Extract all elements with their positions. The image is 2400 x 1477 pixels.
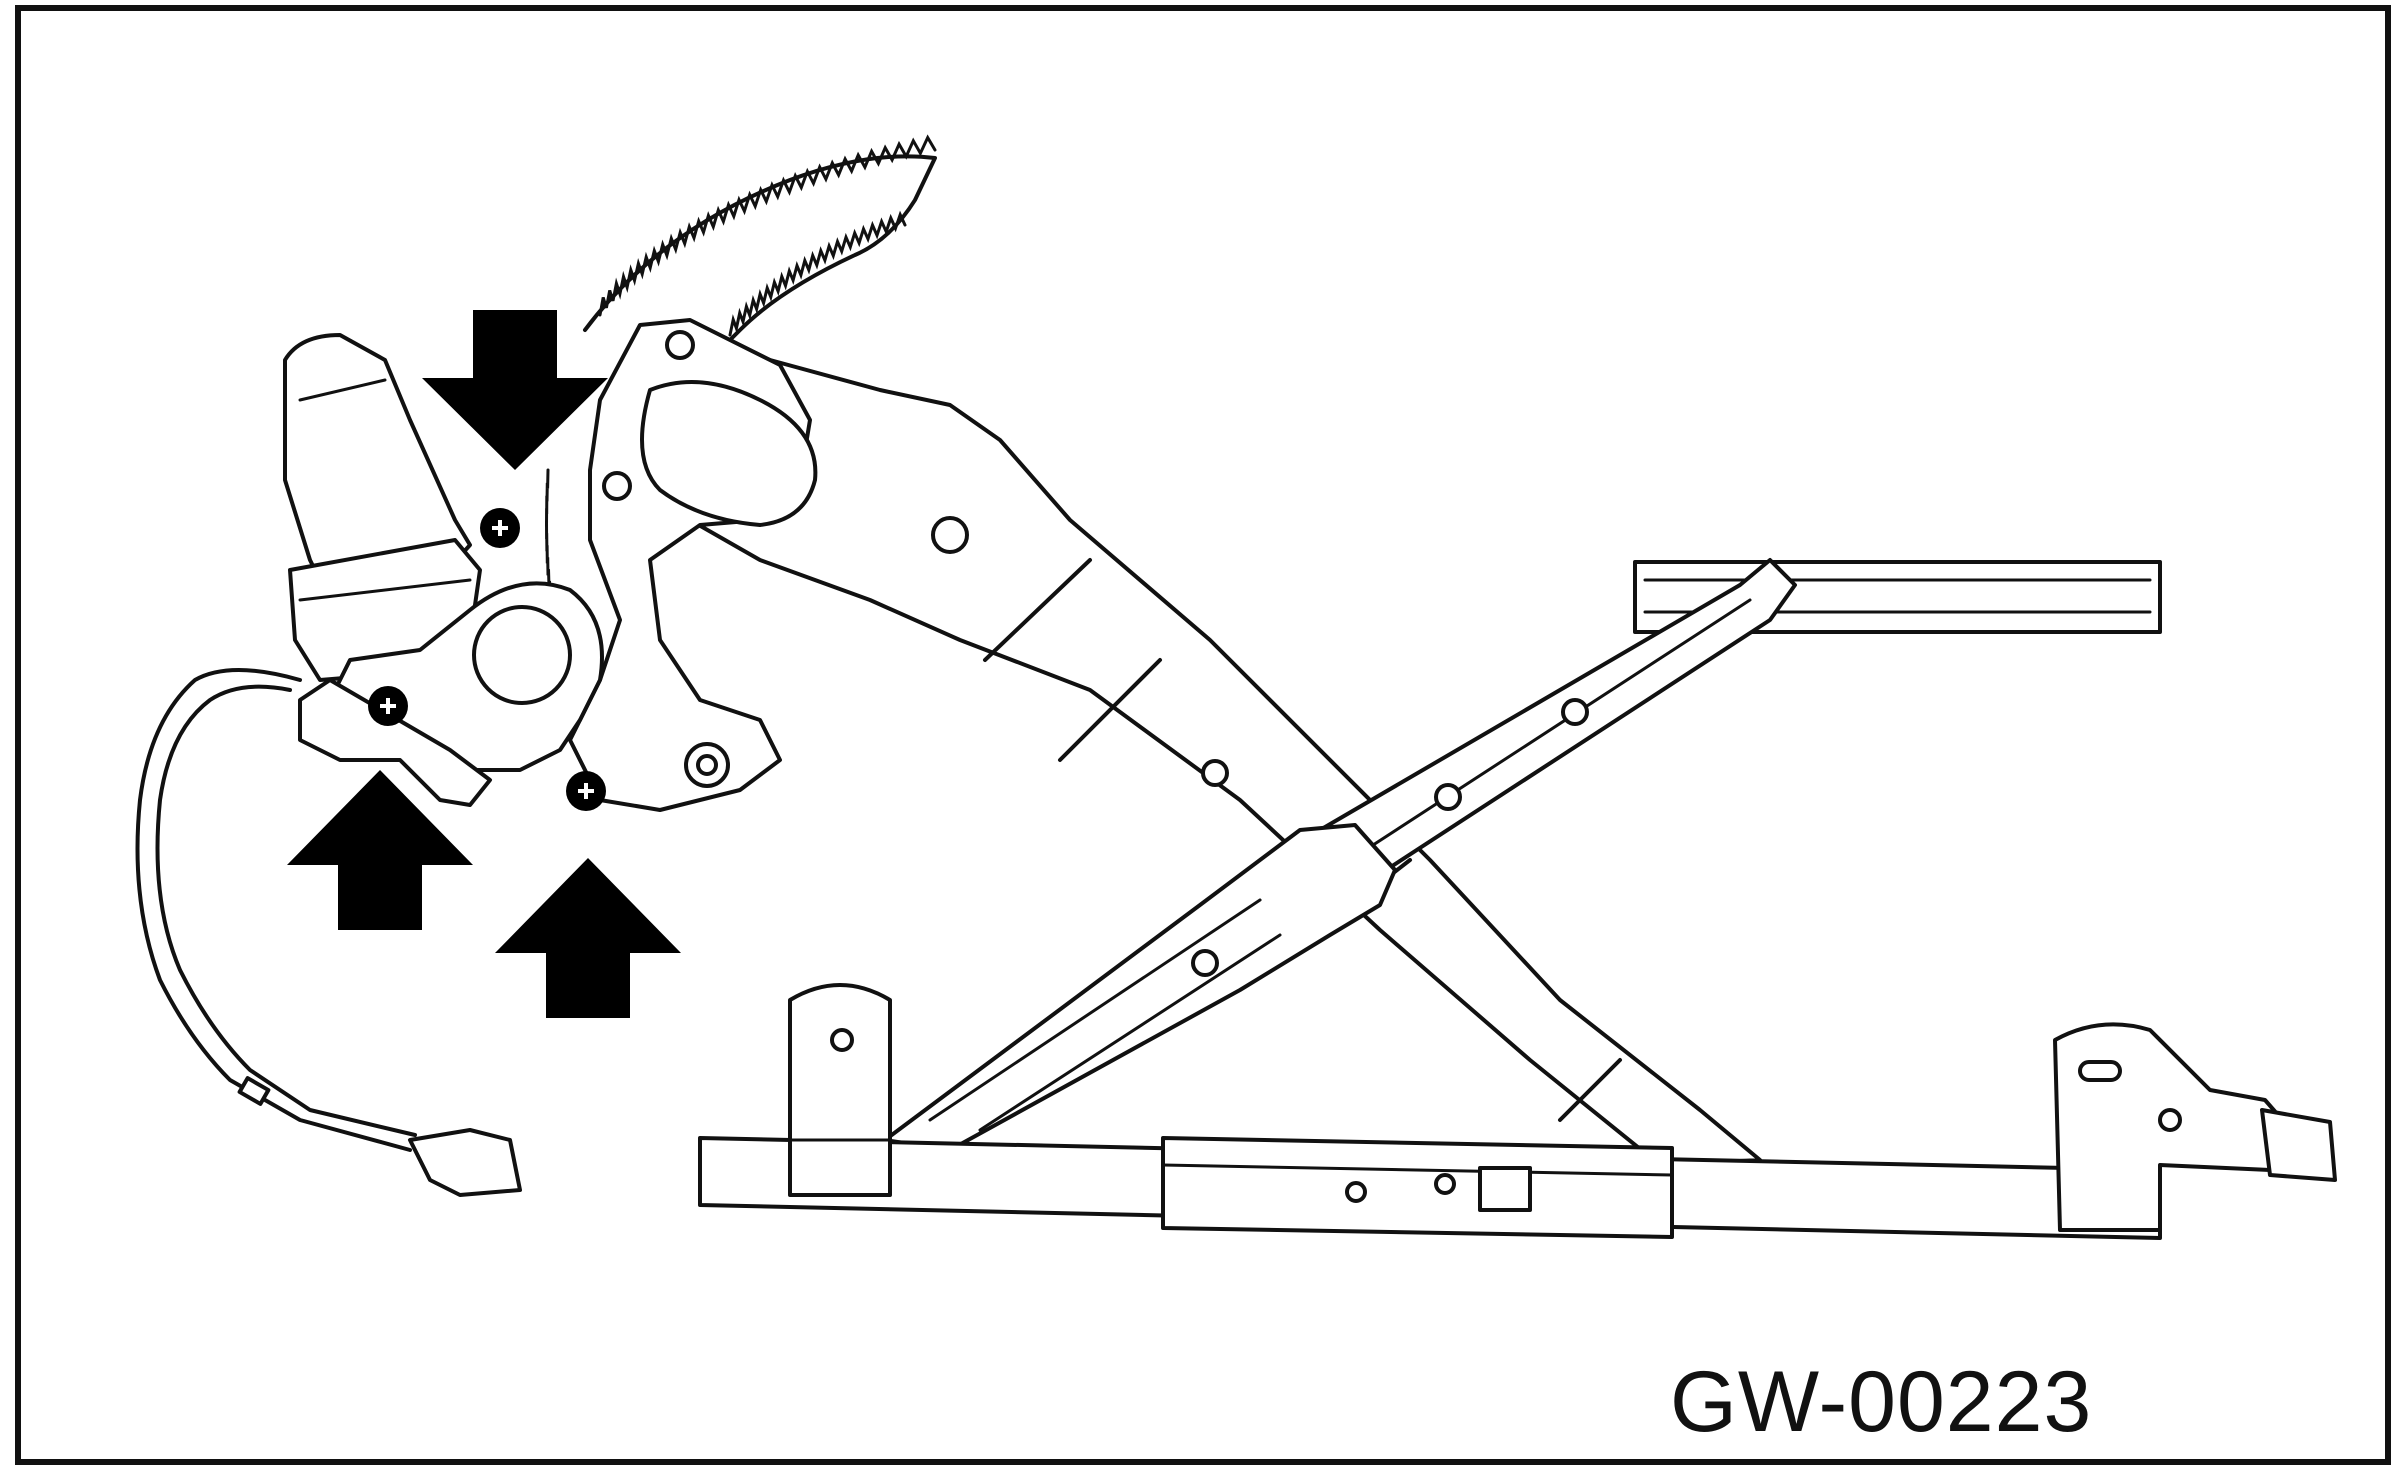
cross-arm-hole — [1434, 783, 1462, 811]
screw — [566, 771, 606, 811]
arm-hole — [1201, 759, 1229, 787]
pivot-bolt-center — [696, 754, 718, 776]
top-bracket-plate — [568, 318, 818, 812]
bracket-hole — [602, 471, 632, 501]
frame-border — [15, 5, 2391, 1465]
slider-block — [1161, 1136, 1674, 1239]
callout-arrow-up-icon — [495, 858, 681, 1018]
motor-assembly — [283, 333, 604, 807]
slider-hole — [1345, 1181, 1367, 1203]
arm-hole — [931, 516, 969, 554]
slider-tab — [1478, 1166, 1532, 1212]
lower-arm-hole — [1191, 949, 1219, 977]
lower-arm — [883, 823, 1397, 1152]
wire-clip — [237, 1076, 271, 1106]
figure-reference-code: GW-00223 — [1670, 1354, 2093, 1450]
right-mount-bracket — [2053, 1022, 2337, 1232]
left-mount-bracket — [788, 983, 892, 1197]
screw — [480, 508, 520, 548]
base-channel — [698, 1136, 2162, 1240]
mount-slot — [2078, 1060, 2122, 1082]
bracket-slot — [640, 380, 818, 527]
output-shaft — [472, 605, 572, 705]
wire-harness — [135, 668, 522, 1197]
callout-arrow-down-icon — [422, 310, 608, 470]
screw — [368, 686, 408, 726]
mount-hole — [2158, 1108, 2182, 1132]
cross-arm-hole — [1561, 698, 1589, 726]
callout-arrow-up-icon — [287, 770, 473, 930]
slider-hole — [1434, 1173, 1456, 1195]
wire-connector — [408, 1128, 522, 1197]
mount-hole — [830, 1028, 854, 1052]
bracket-hole — [665, 330, 695, 360]
mount-flange — [298, 678, 492, 807]
end-fitting — [2260, 1108, 2337, 1182]
